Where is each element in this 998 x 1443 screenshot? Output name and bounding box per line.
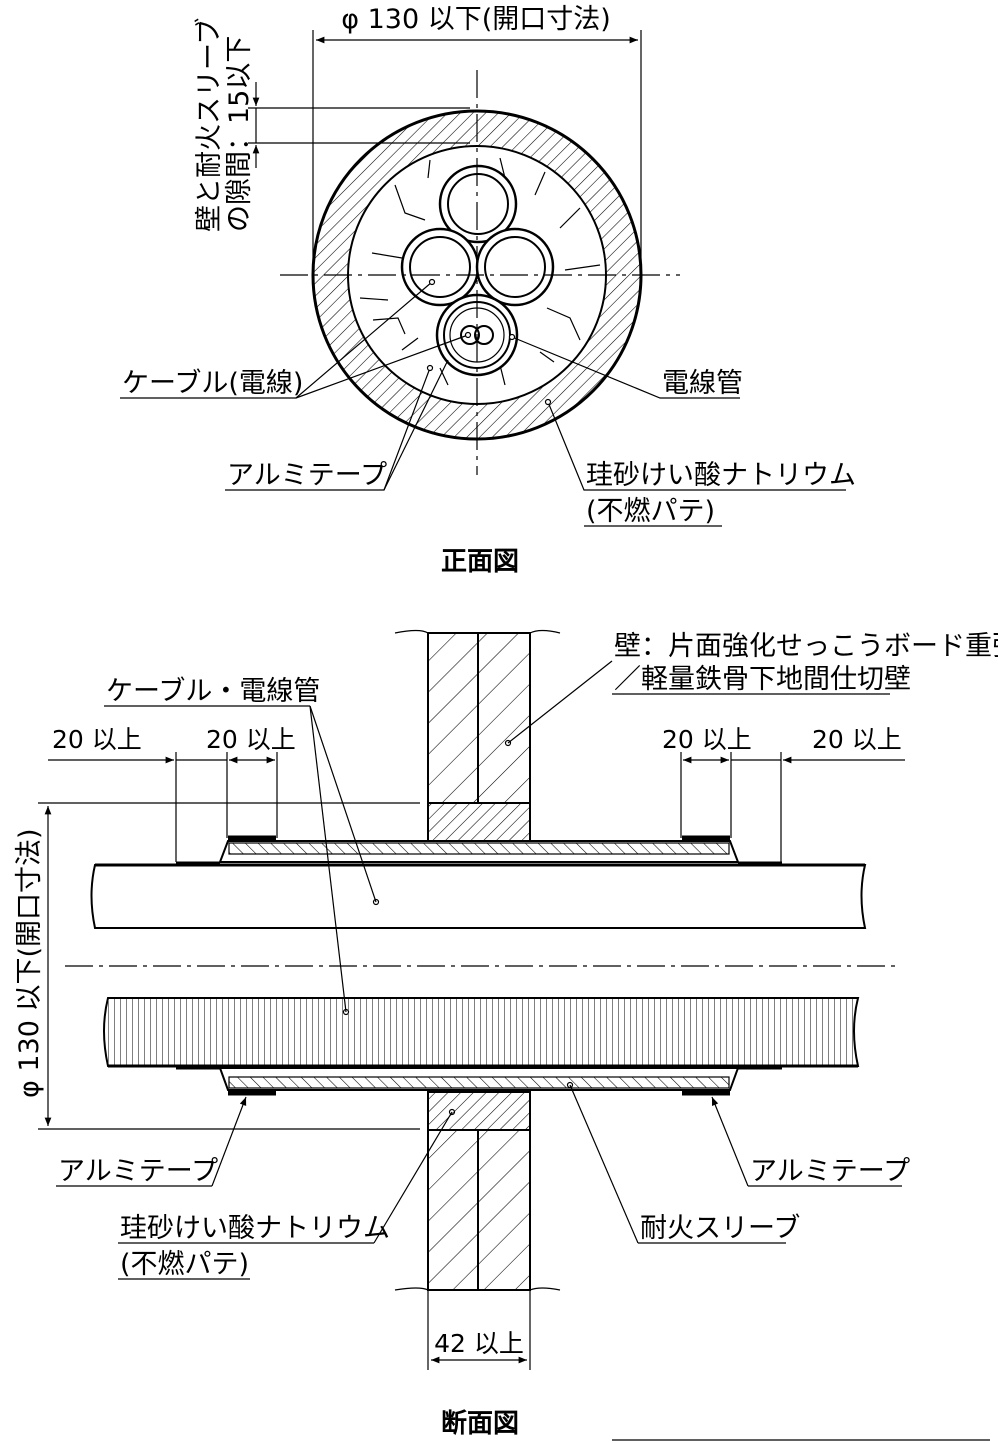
cable-right [475,227,555,307]
cable-left [400,227,480,307]
label-cable: ケーブル(電線) [122,368,303,399]
label-cable-conduit: ケーブル・電線管 [106,676,320,707]
gap-label-line2: の隙間：15以下 [224,36,255,232]
dim-20-c: 20 以上 [662,725,752,754]
dim-20-a: 20 以上 [52,725,142,754]
front-view-title: 正面図 [441,547,519,577]
section-view: 20 以上 20 以上 20 以上 20 以上 φ 130 以下(開口寸法) 壁… [14,629,998,1441]
dim-opening-front-text: φ 130 以下(開口寸法) [341,4,611,35]
label-tape-right: アルミテープ [750,1156,910,1187]
dim-opening-vertical-text: φ 130 以下(開口寸法) [14,828,45,1098]
label-wall-2: ／軽量鉄骨下地間仕切壁 [614,664,911,695]
label-putty-section-2: (不燃パテ) [120,1249,249,1280]
label-tape-front: アルミテープ [227,460,387,491]
putty-ticks [359,157,601,386]
cable-group [400,164,555,377]
dim-opening-front: φ 130 以下(開口寸法) [312,4,642,270]
dim-20-b: 20 以上 [206,725,296,754]
label-putty-section-1: 珪砂けい酸ナトリウム [120,1213,390,1244]
section-view-title: 断面図 [441,1408,519,1439]
cable-upper [90,864,867,929]
dim-opening-vertical [38,802,420,1130]
dim-42 [427,1290,531,1370]
gap-label-line1: 壁と耐火スリーブ [194,18,225,232]
label-conduit: 電線管 [662,368,743,399]
wall-putty-upper [427,802,531,842]
label-wall-1: 壁：片面強化せっこうボード重張 [614,631,998,662]
cable-top [438,164,518,244]
label-putty-front-1: 珪砂けい酸ナトリウム [586,460,856,491]
label-putty-front-2: (不燃パテ) [586,496,715,527]
dim-42-text: 42 以上 [434,1329,524,1358]
label-tape-left: アルミテープ [58,1156,218,1187]
dim-gap: 壁と耐火スリーブ の隙間：15以下 [194,18,470,232]
conduit-lower [103,997,860,1067]
label-sleeve: 耐火スリーブ [640,1213,800,1244]
front-leaders [120,278,846,491]
front-view: φ 130 以下(開口寸法) 壁と耐火スリーブ の隙間：15以下 [120,4,856,577]
dim-20-group [48,752,905,862]
sleeve-bottom [228,1076,730,1089]
sleeve-top [228,842,730,855]
wall-putty-lower [427,1091,531,1131]
dim-20-d: 20 以上 [812,725,902,754]
